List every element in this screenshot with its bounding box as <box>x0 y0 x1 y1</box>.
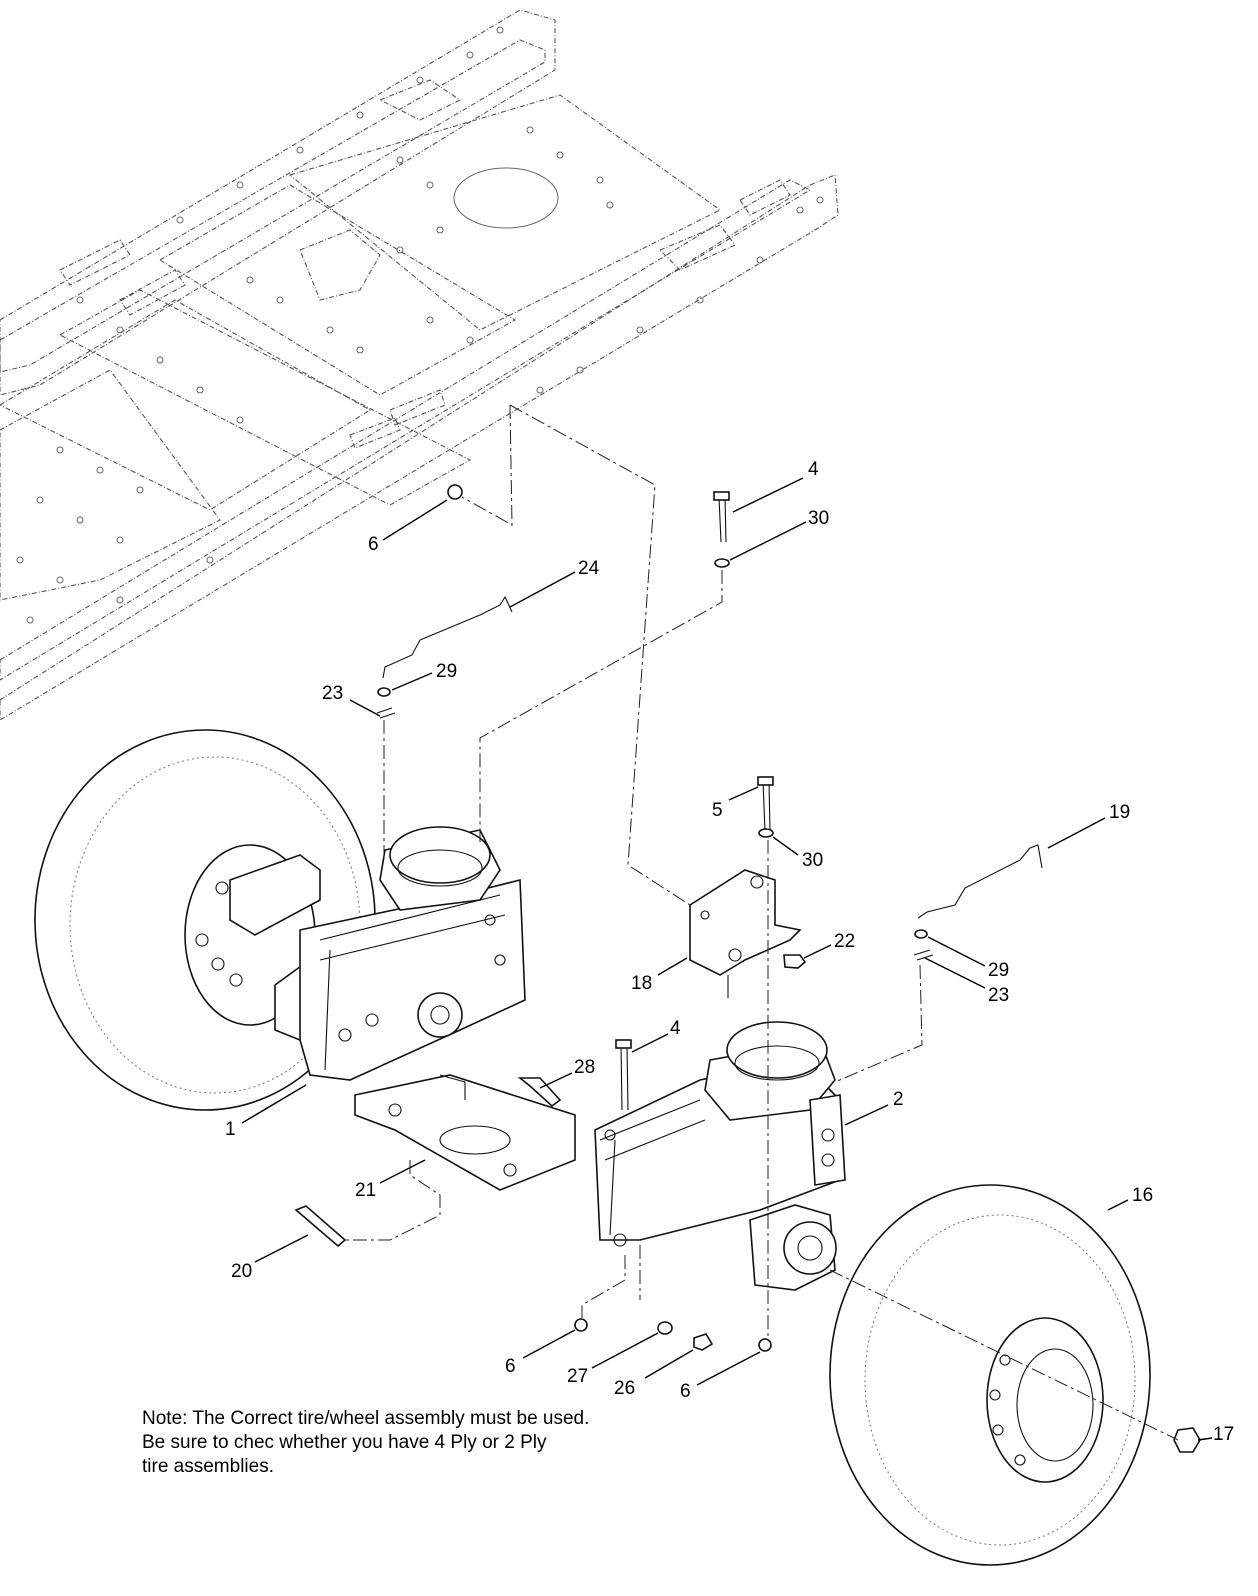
callout-leaders <box>241 477 1213 1441</box>
callout-5: 5 <box>712 800 723 821</box>
callout-2: 2 <box>893 1089 904 1110</box>
hardware <box>294 484 1201 1453</box>
callout-30-top: 30 <box>808 508 829 529</box>
callout-6-lower-left: 6 <box>505 1356 516 1377</box>
left-transaxle <box>229 826 526 1081</box>
assembly-note: Note: The Correct tire/wheel assembly mu… <box>142 1407 762 1479</box>
note-line-1: Note: The Correct tire/wheel assembly mu… <box>142 1408 590 1429</box>
callout-6-lower-right: 6 <box>680 1381 691 1402</box>
callout-labels: 4 30 6 24 29 23 5 19 30 22 18 29 23 4 28… <box>225 459 1234 1445</box>
callout-29-left: 29 <box>436 661 457 682</box>
right-tire <box>829 1184 1151 1566</box>
callout-24: 24 <box>578 558 600 579</box>
note-line-3: tire assemblies. <box>142 1456 274 1477</box>
callout-27: 27 <box>567 1366 588 1387</box>
callout-18: 18 <box>631 973 652 994</box>
right-transaxle <box>594 1021 846 1291</box>
motor-mount-bracket <box>689 869 802 998</box>
callout-30-mid: 30 <box>802 850 823 871</box>
callout-26: 26 <box>614 1378 635 1399</box>
callout-28: 28 <box>574 1057 595 1078</box>
linkage-rods <box>382 595 1043 919</box>
assembly-phantom-lines <box>345 404 1179 1441</box>
callout-23-left: 23 <box>322 683 343 704</box>
callout-1: 1 <box>225 1119 236 1140</box>
callout-21: 21 <box>355 1180 376 1201</box>
callout-4-lower: 4 <box>670 1018 681 1039</box>
note-line-2: Be sure to chec whether you have 4 Ply o… <box>142 1432 547 1453</box>
callout-6-upper: 6 <box>368 534 379 555</box>
frame-holes <box>16 26 824 624</box>
callout-19: 19 <box>1109 802 1130 823</box>
chassis-frame <box>0 9 839 721</box>
callout-17: 17 <box>1213 1424 1234 1445</box>
callout-23-right: 23 <box>988 985 1009 1006</box>
mount-bracket <box>354 1074 576 1191</box>
callout-16: 16 <box>1132 1185 1153 1206</box>
callout-29-right: 29 <box>988 960 1009 981</box>
callout-22: 22 <box>834 931 855 952</box>
callout-20: 20 <box>231 1261 252 1282</box>
callout-4-top: 4 <box>808 459 819 480</box>
